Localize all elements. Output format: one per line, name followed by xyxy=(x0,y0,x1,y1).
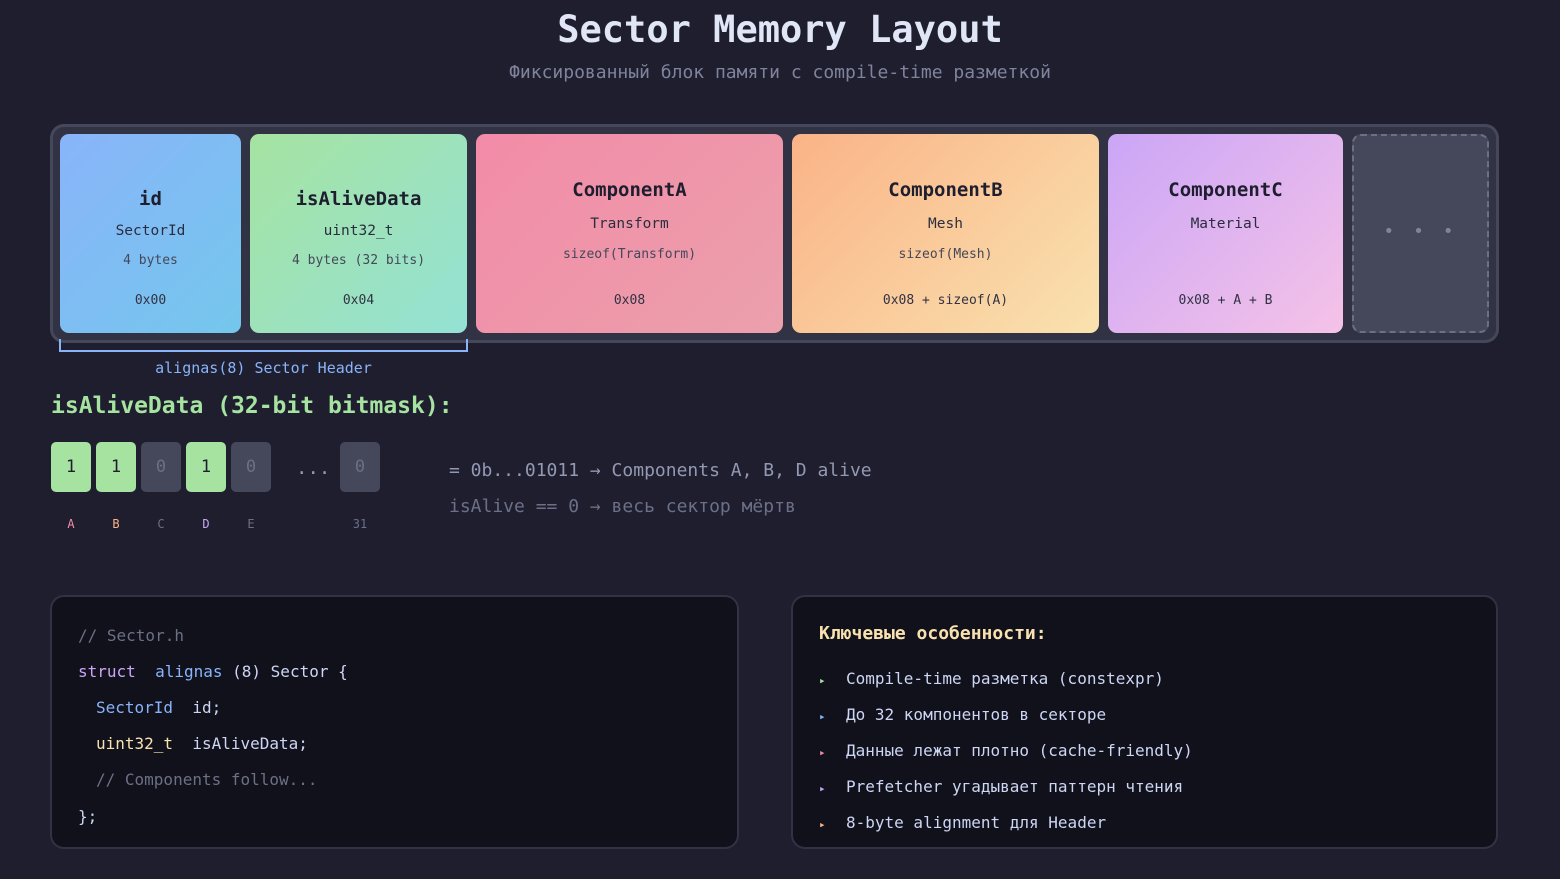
block-type: Transform xyxy=(590,216,669,232)
bit-cell: 0 xyxy=(340,442,380,492)
bit-label: A xyxy=(67,517,75,531)
header-bracket xyxy=(59,339,468,352)
bullet-arrow-icon: ▸ xyxy=(819,782,826,795)
block-component-c: ComponentC Material 0x08 + A + B xyxy=(1108,134,1343,333)
code-keyword: alignas xyxy=(155,662,223,681)
feature-text: Данные лежат плотно (cache-friendly) xyxy=(846,741,1193,760)
ellipsis-icon: • • • xyxy=(1383,221,1458,242)
code-type: SectorId xyxy=(96,698,174,717)
block-name: id xyxy=(139,188,162,210)
code-keyword: struct xyxy=(78,662,136,681)
block-offset: 0x00 xyxy=(134,293,167,308)
code-comment: // Components follow... xyxy=(96,770,318,789)
feature-text: 8-byte alignment для Header xyxy=(846,813,1107,832)
bit-cell: 1 xyxy=(51,442,91,492)
code-line-struct: struct alignas (8) Sector { xyxy=(78,662,348,681)
code-line-id: SectorId id; xyxy=(96,698,221,717)
block-size: 4 bytes xyxy=(123,253,178,268)
code-comment: // Sector.h xyxy=(78,626,184,645)
bitmask-ellipsis: ... xyxy=(296,457,331,479)
bitmask-description: = 0b...01011 → Components A, B, D alive xyxy=(449,460,872,481)
block-size: sizeof(Transform) xyxy=(562,247,697,262)
bit-label: C xyxy=(157,517,165,531)
code-panel: // Sector.h struct alignas (8) Sector { … xyxy=(50,595,739,849)
memory-layout-strip: id SectorId 4 bytes 0x00 isAliveData uin… xyxy=(50,124,1499,343)
block-name: ComponentB xyxy=(888,179,1003,201)
block-offset: 0x08 + sizeof(A) xyxy=(882,293,1009,308)
block-more: • • • xyxy=(1352,134,1489,333)
block-name: ComponentC xyxy=(1168,179,1283,201)
feature-text: До 32 компонентов в секторе xyxy=(846,705,1107,724)
block-type: Material xyxy=(1190,216,1261,232)
bitmask-dead-rule: isAlive == 0 → весь сектор мёртв xyxy=(449,496,796,517)
bit-cell: 0 xyxy=(231,442,271,492)
bit-label: B xyxy=(112,517,120,531)
block-type: uint32_t xyxy=(323,223,394,239)
bit-cell: 1 xyxy=(186,442,226,492)
block-name: isAliveData xyxy=(295,188,422,210)
bullet-arrow-icon: ▸ xyxy=(819,674,826,687)
page-subtitle: Фиксированный блок памяти с compile-time… xyxy=(509,62,1051,83)
page-title: Sector Memory Layout xyxy=(557,8,1003,51)
block-offset: 0x08 + A + B xyxy=(1178,293,1273,308)
block-type: SectorId xyxy=(115,223,186,239)
features-title: Ключевые особенности: xyxy=(819,623,1047,644)
feature-item: ▸ До 32 компонентов в секторе xyxy=(819,705,1106,724)
feature-item: ▸ Prefetcher угадывает паттерн чтения xyxy=(819,777,1183,796)
block-component-b: ComponentB Mesh sizeof(Mesh) 0x08 + size… xyxy=(792,134,1099,333)
block-offset: 0x04 xyxy=(342,293,375,308)
feature-item: ▸ 8-byte alignment для Header xyxy=(819,813,1106,832)
features-panel: Ключевые особенности: ▸ Compile-time разм… xyxy=(791,595,1498,849)
block-size: 4 bytes (32 bits) xyxy=(291,253,426,268)
bullet-arrow-icon: ▸ xyxy=(819,818,826,831)
bit-cell: 0 xyxy=(141,442,181,492)
code-text: isAliveData; xyxy=(192,734,308,753)
code-line-isalive: uint32_t isAliveData; xyxy=(96,734,308,753)
bullet-arrow-icon: ▸ xyxy=(819,710,826,723)
code-line-close: }; xyxy=(78,807,98,826)
bit-label: D xyxy=(202,517,210,531)
block-isalivedata: isAliveData uint32_t 4 bytes (32 bits) 0… xyxy=(250,134,467,333)
block-component-a: ComponentA Transform sizeof(Transform) 0… xyxy=(476,134,783,333)
block-size: sizeof(Mesh) xyxy=(898,247,993,262)
code-text: (8) Sector { xyxy=(232,662,348,681)
block-offset: 0x08 xyxy=(613,293,646,308)
feature-text: Compile-time разметка (constexpr) xyxy=(846,669,1164,688)
bit-label: E xyxy=(247,517,255,531)
block-id: id SectorId 4 bytes 0x00 xyxy=(60,134,241,333)
code-text: id; xyxy=(192,698,222,717)
bit-label: 31 xyxy=(352,517,368,531)
block-type: Mesh xyxy=(928,216,963,232)
bit-cell: 1 xyxy=(96,442,136,492)
feature-item: ▸ Compile-time разметка (constexpr) xyxy=(819,669,1164,688)
block-name: ComponentA xyxy=(572,179,687,201)
feature-item: ▸ Данные лежат плотно (cache-friendly) xyxy=(819,741,1193,760)
code-type: uint32_t xyxy=(96,734,174,753)
feature-text: Prefetcher угадывает паттерн чтения xyxy=(846,777,1184,796)
bitmask-title: isAliveData (32-bit bitmask): xyxy=(51,393,453,419)
header-bracket-label: alignas(8) Sector Header xyxy=(155,359,372,377)
bullet-arrow-icon: ▸ xyxy=(819,746,826,759)
